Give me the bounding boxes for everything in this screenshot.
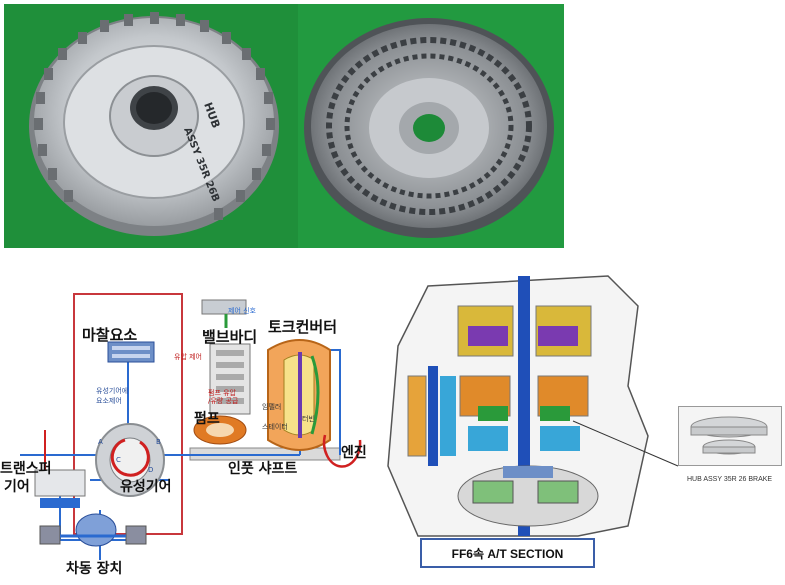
lower-differential: [457, 465, 599, 527]
friction-pack: [107, 341, 155, 363]
diagram-shapes: [20, 293, 362, 560]
small-letter-b: B: [156, 438, 161, 446]
small-letter-d: D: [148, 466, 154, 474]
planetary-gear: [95, 423, 165, 497]
small-hydraulic-control: 유압 제어: [174, 353, 202, 361]
hub-assy-thumbnail-svg: [690, 416, 768, 455]
label-engine: 엔진: [341, 445, 367, 461]
leader-line: [572, 420, 679, 467]
left-hub-disc: [29, 12, 279, 236]
section-svg: [378, 266, 785, 581]
transmission-diagram: 마찰요소 밸브바디 토크컨버터 펌프 유성기어 트랜스퍼 기어 인풋 샤프트 엔…: [0, 290, 375, 581]
label-transfer-1: 트랜스퍼: [0, 461, 52, 477]
pump-gear: [193, 415, 247, 445]
small-pump-supply-2: /유량 공급: [208, 397, 239, 405]
small-control-signal: 제어 신호: [228, 307, 256, 315]
hub-assy-caption: HUB ASSY 35R 26 BRAKE: [687, 476, 773, 483]
hub-photo-svg: HUB ASSY 35R 26B: [4, 4, 564, 248]
small-pump-supply-1: 펌프 유압: [208, 389, 236, 397]
label-pump: 펌프: [194, 411, 220, 427]
valve-body: [201, 299, 251, 415]
label-friction-element: 마찰요소: [82, 326, 138, 344]
hub-photo: HUB ASSY 35R 26B: [4, 4, 564, 248]
label-torque-converter: 토크컨버터: [268, 318, 338, 336]
at-section-drawing: [378, 266, 785, 581]
section-caption: FF6속 A/T SECTION: [420, 538, 595, 568]
small-letter-c: C: [116, 456, 121, 464]
label-input-shaft: 인풋 샤프트: [228, 461, 298, 477]
section-caption-text: FF6속 A/T SECTION: [451, 546, 564, 561]
torque-converter: [267, 339, 331, 451]
small-planetary-control-1: 유성기어에: [96, 387, 129, 395]
label-planetary-gear: 유성기어: [120, 479, 172, 495]
small-stator: 스테이터: [262, 423, 288, 431]
differential: [39, 513, 147, 547]
right-hub-disc: [304, 18, 554, 238]
transfer-gear: [34, 430, 86, 508]
small-letter-a: A: [98, 438, 103, 446]
engine-rotation-arrow: [322, 434, 362, 468]
hub-assy-thumbnail: [678, 406, 782, 466]
output-shaft: [428, 366, 438, 466]
small-turbine: 터빈: [302, 415, 315, 423]
small-impeller: 임펠러: [262, 403, 282, 411]
clutch-packs: [407, 305, 592, 457]
label-valve-body: 밸브바디: [202, 328, 258, 346]
right-hub-bore: [413, 114, 445, 142]
label-drive: 차동 장치: [66, 561, 123, 577]
label-transfer-2: 기어: [4, 479, 30, 495]
small-planetary-control-2: 요소제어: [96, 397, 122, 405]
